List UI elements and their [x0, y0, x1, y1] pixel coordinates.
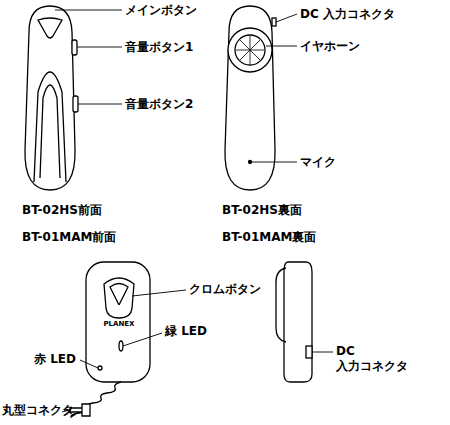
coiled-cord	[71, 382, 121, 417]
chrome-button-inner	[110, 284, 128, 305]
red-led	[98, 366, 102, 370]
model-caption: BT-01MAM裏面	[222, 230, 316, 245]
adapter-side-body	[284, 262, 312, 382]
grille-spokes	[236, 36, 264, 64]
chrome-button	[104, 278, 134, 318]
part-label: 赤 LED	[34, 352, 76, 367]
front-inner-loop	[34, 72, 66, 182]
front-inner-loop-2	[40, 85, 60, 178]
brand-mark: PLANEX	[103, 320, 134, 329]
part-label: 音量ボタン2	[125, 97, 193, 112]
part-label: DC 入力コネクタ	[300, 7, 395, 22]
part-label: 緑 LED	[165, 324, 207, 339]
earphone-grille	[235, 35, 265, 65]
part-label: DC 入力コネクタ	[336, 344, 416, 374]
model-caption: BT-02HS前面	[22, 203, 102, 218]
dc-jack-side	[306, 346, 312, 358]
part-label: イヤホーン	[300, 39, 360, 54]
part-label: 音量ボタン1	[125, 40, 193, 55]
model-caption: BT-01MAM前面	[22, 230, 116, 245]
main-button	[38, 18, 62, 38]
part-label: 丸型コネクタ	[2, 403, 74, 418]
dc-jack	[272, 18, 276, 26]
headset-front-body	[25, 6, 75, 190]
green-led	[119, 341, 123, 351]
volume-button-2	[73, 96, 78, 112]
belt-clip	[276, 268, 286, 342]
part-label: クロムボタン	[189, 282, 261, 297]
model-caption: BT-02HS裏面	[222, 203, 302, 218]
adapter-front-body	[86, 262, 150, 382]
part-label: マイク	[300, 155, 336, 170]
earphone	[228, 28, 272, 72]
volume-button-1	[72, 40, 77, 55]
part-label: メインボタン	[125, 3, 197, 18]
mic-hole	[249, 161, 252, 164]
